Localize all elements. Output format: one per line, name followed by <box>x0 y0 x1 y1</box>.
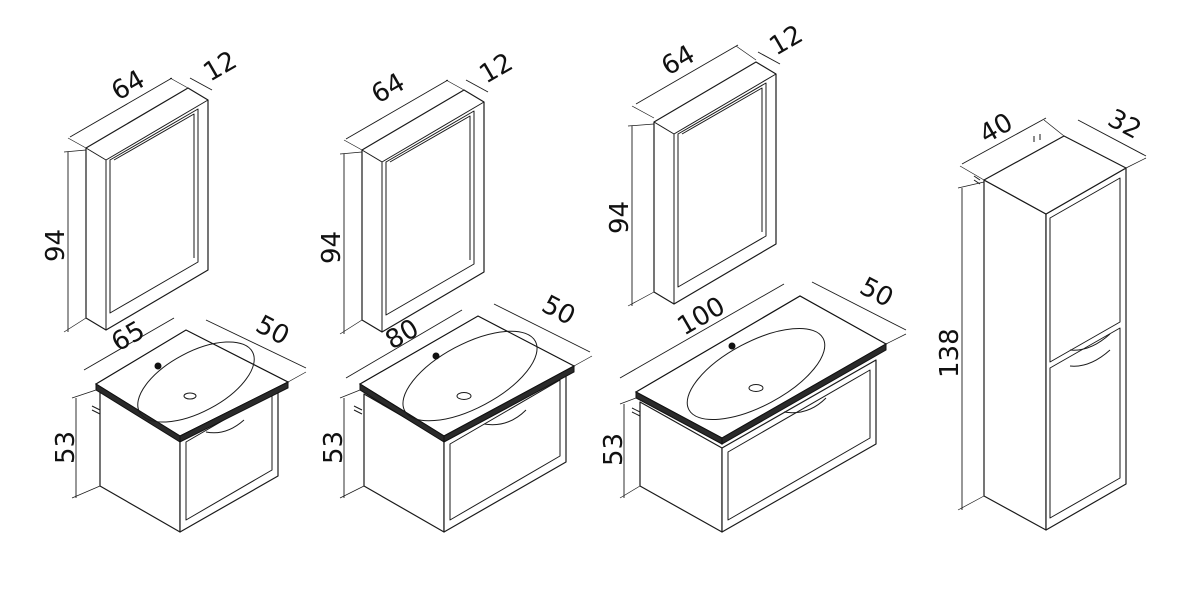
vanity-3 <box>631 295 888 533</box>
mirror-1-height-dimension: 94 <box>41 149 87 333</box>
mirror-3 <box>653 61 777 305</box>
vanity-1 <box>91 329 290 533</box>
vanity-1-drain <box>183 392 197 400</box>
vanity-3-drawer <box>727 369 871 521</box>
vanity-1-wall-bracket <box>91 405 101 415</box>
mirror-1-depth-dimension: 12 <box>189 46 243 91</box>
mirror-3-depth-label: 12 <box>765 20 809 63</box>
mirror-3-glass <box>677 82 767 288</box>
vanity-2-drain <box>456 392 472 400</box>
vanity-2-depth-label: 50 <box>537 290 580 332</box>
mirror-1-height-label: 94 <box>41 229 71 262</box>
vanity-1-tap-hole <box>154 362 162 370</box>
mirror-1-body <box>85 87 209 331</box>
mirror-3-width-label: 64 <box>657 40 701 83</box>
tall-cabinet-lower-handle <box>1069 349 1111 367</box>
vanity-3-front <box>721 359 877 533</box>
mirror-1-inner-frame <box>113 113 195 258</box>
mirror-1-glass <box>109 108 199 314</box>
tall-cabinet-width-label: 40 <box>975 108 1019 151</box>
tall-cabinet <box>973 134 1127 531</box>
vanity-1-basin <box>137 341 255 423</box>
mirror-3-inner-frame <box>681 87 763 232</box>
vanity-3-height-dimension: 53 <box>599 397 641 499</box>
mirror-1-depth-label: 12 <box>199 46 243 89</box>
mirror-2-depth-dimension: 12 <box>465 48 519 93</box>
mirror-2-width-label: 64 <box>367 68 411 111</box>
vanity-3-wall-bracket <box>631 407 641 417</box>
mirror-3-depth-dimension: 12 <box>757 20 809 65</box>
mirror-3-body <box>653 61 777 305</box>
mirror-1 <box>85 87 209 331</box>
tall-cabinet-upper-door <box>1049 177 1121 363</box>
vanity-1-depth-label: 50 <box>251 310 294 352</box>
mirror-2-inner-frame <box>389 115 471 260</box>
mirror-2-body <box>361 89 485 333</box>
mirror-3-height-dimension: 94 <box>605 123 655 307</box>
vanity-3-countertop-front-edge <box>721 343 887 445</box>
mirror-2-height-label: 94 <box>317 231 347 264</box>
tall-cabinet-side <box>983 179 1047 531</box>
vanity-1-height-label: 53 <box>51 431 81 464</box>
vanity-1-handle <box>205 419 245 434</box>
vanity-2-height-dimension: 53 <box>319 389 365 499</box>
mirror-1-width-label: 64 <box>107 65 151 108</box>
mirror-2-height-dimension: 94 <box>317 151 363 335</box>
mirror-3-height-label: 94 <box>605 201 635 234</box>
tall-cabinet-hinge-marks <box>1033 134 1041 142</box>
vanity-2-countertop-front-edge <box>443 365 575 443</box>
vanity-2-basin <box>402 330 538 422</box>
vanity-2-drawer <box>449 379 561 521</box>
vanity-1-countertop-front-edge <box>179 381 289 443</box>
tall-cabinet-depth-label: 32 <box>1103 104 1146 146</box>
vanity-3-handle <box>783 397 827 414</box>
vanity-2-tap-hole <box>432 352 440 360</box>
tall-cabinet-upper-handle <box>1069 333 1111 351</box>
vanity-3-drain <box>748 384 764 392</box>
vanity-2-height-label: 53 <box>319 431 349 464</box>
tall-cabinet-lower-door <box>1049 327 1121 519</box>
mirror-2 <box>361 89 485 333</box>
tall-cabinet-height-label: 138 <box>935 328 965 378</box>
vanity-2 <box>353 315 576 533</box>
vanity-3-height-label: 53 <box>599 433 629 466</box>
vanity-2-handle <box>483 409 527 426</box>
vanity-3-tap-hole <box>728 342 736 350</box>
vanity-2-wall-bracket <box>353 405 363 415</box>
vanity-3-basin <box>686 327 826 421</box>
mirror-2-depth-label: 12 <box>475 48 519 91</box>
mirror-2-glass <box>385 110 475 316</box>
vanity-1-height-dimension: 53 <box>51 389 101 499</box>
tall-cabinet-front <box>1045 167 1127 531</box>
tall-cabinet-height-dimension: 138 <box>935 181 985 511</box>
